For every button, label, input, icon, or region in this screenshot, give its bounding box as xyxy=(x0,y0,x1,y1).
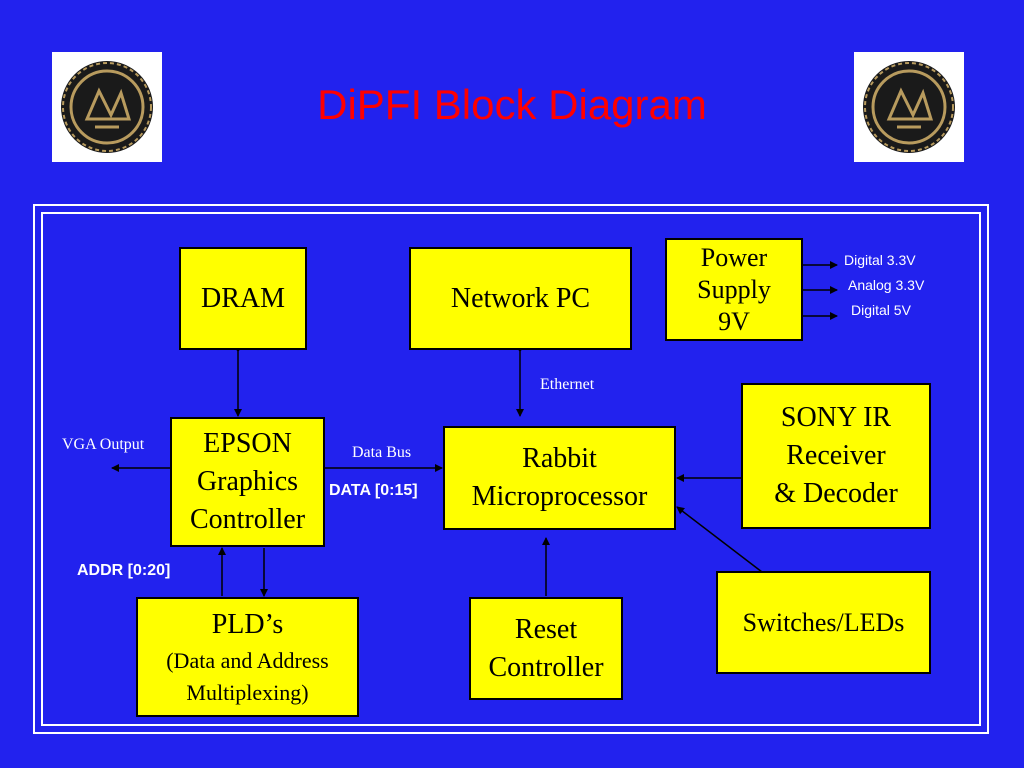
ethernet-label: Ethernet xyxy=(540,376,595,393)
digital-5-label: Digital 5V xyxy=(851,302,911,318)
rabbit-line-2: Microprocessor xyxy=(471,481,648,512)
pld-block: PLD’s (Data and Address Multiplexing) xyxy=(136,597,359,717)
power-supply-line-1: Power xyxy=(700,242,768,272)
power-supply-line-2: Supply xyxy=(697,274,771,304)
dram-block: DRAM xyxy=(179,247,307,350)
pld-sub-line-2: Multiplexing) xyxy=(186,680,309,705)
power-supply-line-3: 9V xyxy=(718,306,750,336)
epson-line-2: Graphics xyxy=(196,466,299,497)
pld-title: PLD’s xyxy=(211,609,284,640)
network-pc-label: Network PC xyxy=(450,282,591,314)
purdue-seal-icon xyxy=(61,61,153,153)
rabbit-line-1: Rabbit xyxy=(522,443,597,474)
network-pc-block: Network PC xyxy=(409,247,632,350)
sony-line-3: & Decoder xyxy=(774,478,898,509)
data-bus-label: Data Bus xyxy=(352,444,412,461)
purdue-seal-icon xyxy=(863,61,955,153)
epson-block: EPSON Graphics Controller xyxy=(170,417,325,547)
slide-title: DiPFI Block Diagram xyxy=(317,81,707,128)
sony-line-1: SONY IR xyxy=(780,402,892,433)
addr-range-label: ADDR [0:20] xyxy=(77,562,171,579)
switches-leds-block: Switches/LEDs xyxy=(716,571,931,674)
pld-sub-line-1: (Data and Address xyxy=(166,648,329,673)
power-supply-block: Power Supply 9V xyxy=(665,238,803,341)
reset-line-2: Controller xyxy=(488,651,604,683)
right-logo xyxy=(854,52,964,162)
sony-ir-block: SONY IR Receiver & Decoder xyxy=(741,383,931,529)
left-logo xyxy=(52,52,162,162)
data-range-label: DATA [0:15] xyxy=(329,482,418,499)
reset-controller-block: Reset Controller xyxy=(469,597,623,700)
analog-33-label: Analog 3.3V xyxy=(848,277,925,293)
diagram-frame-outer xyxy=(33,204,989,734)
switches-label: Switches/LEDs xyxy=(742,607,905,637)
switches-rabbit-link xyxy=(676,506,763,573)
vga-output-label: VGA Output xyxy=(62,436,145,453)
epson-line-3: Controller xyxy=(189,504,306,535)
sony-line-2: Receiver xyxy=(786,440,886,471)
reset-line-1: Reset xyxy=(514,613,578,645)
diagram-frame-inner xyxy=(41,212,981,726)
rabbit-block: Rabbit Microprocessor xyxy=(443,426,676,530)
digital-33-label: Digital 3.3V xyxy=(844,252,916,268)
dram-label: DRAM xyxy=(200,282,285,314)
epson-line-1: EPSON xyxy=(203,428,292,459)
